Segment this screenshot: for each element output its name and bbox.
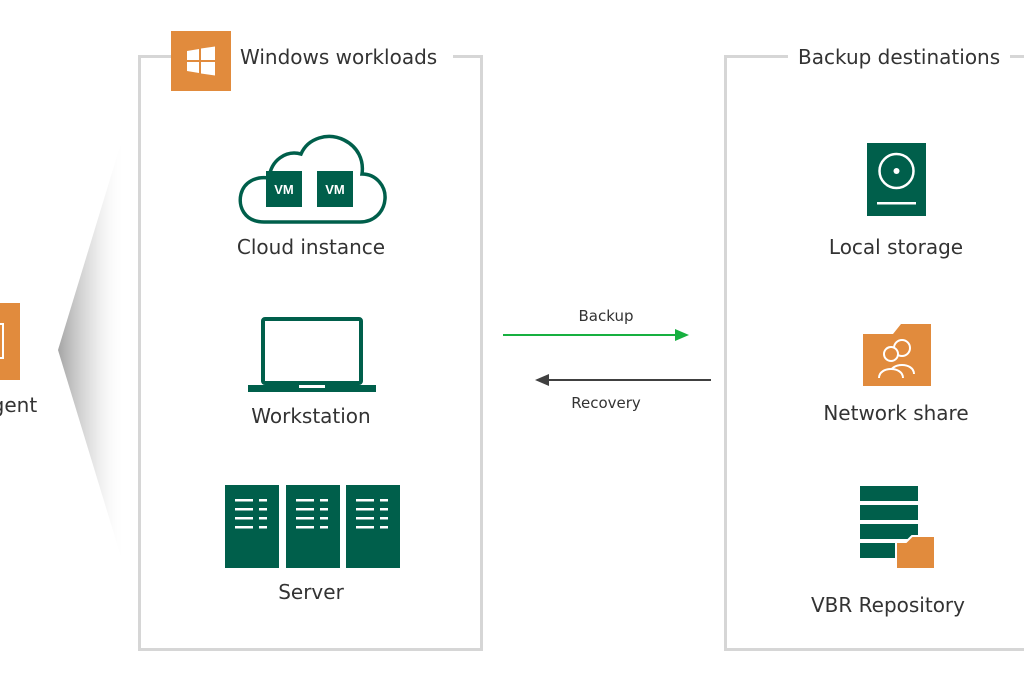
laptop-icon (248, 317, 376, 392)
cloud-instance-label: Cloud instance (236, 235, 386, 259)
network-share-icon (863, 324, 931, 386)
server-label: Server (278, 580, 344, 604)
agent-icon (0, 303, 20, 380)
windows-logo-icon (171, 31, 231, 91)
workstation-label: Workstation (251, 404, 371, 428)
vbr-repository-icon (860, 486, 935, 569)
backup-destinations-title: Backup destinations (788, 45, 1011, 69)
vm-badge-1: VM (274, 182, 294, 197)
cloud-vm-icon (238, 134, 387, 224)
backup-arrow (503, 329, 689, 341)
recovery-label: Recovery (571, 394, 641, 412)
backup-label: Backup (578, 307, 634, 325)
windows-workloads-title: Windows workloads (230, 45, 454, 69)
vm-badge-2: VM (325, 182, 345, 197)
local-storage-icon (867, 143, 926, 216)
recovery-arrow (535, 374, 711, 386)
vbr-repository-label: VBR Repository (810, 593, 965, 617)
network-share-label: Network share (823, 401, 969, 425)
local-storage-label: Local storage (828, 235, 964, 259)
agent-funnel-shape (58, 130, 125, 570)
server-rack-icon (225, 485, 400, 568)
agent-label: Agent (0, 393, 38, 417)
